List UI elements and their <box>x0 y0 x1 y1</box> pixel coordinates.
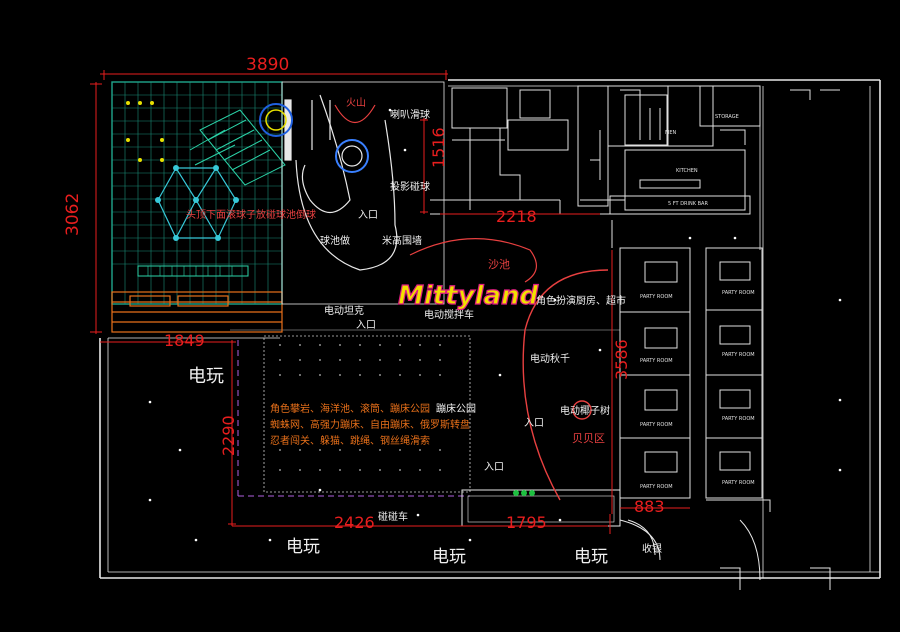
label-horn-cannon: 喇叭滑球 <box>390 108 430 121</box>
sand-pool-outline <box>409 238 537 283</box>
dim-right-small: 883 <box>634 497 665 516</box>
soft-play-area <box>111 81 286 333</box>
label-volcano: 火山 <box>346 97 366 109</box>
party-room-label-3: PARTY ROOM <box>640 422 673 428</box>
label-bumper-car: 碰碰车 <box>378 510 408 523</box>
label-entrance-mid: 入口 <box>356 320 376 331</box>
party-room-label-1: PARTY ROOM <box>640 294 673 300</box>
label-arcade-bottom-2: 电玩 <box>432 547 466 567</box>
label-overhead: 头顶下面滚球子放碰球池倒球 <box>186 208 316 221</box>
label-entrance-low: 入口 <box>484 462 504 473</box>
stairs-right <box>720 519 831 590</box>
cashier-counter <box>619 519 661 561</box>
green-bumper-cars <box>513 490 535 496</box>
dim-bottom-width: 2426 <box>334 513 375 532</box>
dimension-labels: 3890 3062 1516 2218 1849 2290 2426 1795 … <box>63 55 665 532</box>
party-room-label-4: PARTY ROOM <box>640 484 673 490</box>
dim-top-width: 3890 <box>246 55 289 75</box>
ball-blaster <box>335 139 369 173</box>
label-electric-swing: 电动秋千 <box>530 352 570 365</box>
party-rooms <box>619 247 771 512</box>
men-label: MEN <box>665 130 676 136</box>
kitchen-label: KITCHEN <box>676 168 698 174</box>
label-role-play: 角色扮演厨房、超市 <box>536 294 626 307</box>
label-entrance-right: 入口 <box>524 418 544 429</box>
label-electric-tank: 电动坦克 <box>324 304 364 317</box>
label-arcade-bottom-1: 电玩 <box>286 537 320 557</box>
baby-zone-outline <box>522 269 609 501</box>
dim-lower-left-width: 1849 <box>164 331 205 350</box>
party-room-label-6: PARTY ROOM <box>722 352 755 358</box>
dim-mid-height: 2290 <box>219 415 238 456</box>
ceiling-lights <box>148 108 842 542</box>
mittyland-logo: Mittyland <box>397 280 539 311</box>
label-arcade-left: 电玩 <box>188 366 224 387</box>
tube-slide <box>259 103 293 137</box>
dim-left-height: 3062 <box>63 193 83 236</box>
dim-right-height: 3586 <box>612 339 631 380</box>
party-room-label-2: PARTY ROOM <box>640 358 673 364</box>
service-rooms <box>451 85 840 215</box>
activity-line-1: 角色攀岩、海洋池、滚筒、蹦床公园 <box>270 402 430 415</box>
trampoline-zone <box>237 335 471 497</box>
label-cashier: 收银 <box>642 542 662 555</box>
area-labels: 电玩 电玩 电玩 电玩 喇叭滑球 投影碰球 球池做 米高围墙 入口 电动坦克 入… <box>188 108 662 567</box>
label-electric-mixer: 电动搅拌车 <box>424 308 474 321</box>
label-entrance-top: 入口 <box>358 210 378 221</box>
electric-tree-marker <box>572 400 592 420</box>
label-ball-pool-play: 球池做 <box>320 234 350 247</box>
building-walls <box>99 79 881 579</box>
storage-label: STORAGE <box>715 114 739 120</box>
label-rice-pool: 米高围墙 <box>382 234 422 247</box>
label-arcade-bottom-3: 电玩 <box>574 547 608 567</box>
label-electric-horse: 电动椰子树 <box>560 404 610 417</box>
red-area-labels: 火山 头顶下面滚球子放碰球池倒球 沙池 贝贝区 <box>186 97 605 445</box>
dim-bottom-width-b: 1795 <box>506 513 547 532</box>
logo-text: Mittyland <box>398 281 539 311</box>
volcano-feature <box>334 104 376 123</box>
party-room-label-8: PARTY ROOM <box>722 480 755 486</box>
dimension-lines <box>90 70 690 534</box>
drink-bar-label: 5 FT DRINK BAR <box>668 201 708 207</box>
party-room-label-5: PARTY ROOM <box>722 290 755 296</box>
label-projection: 投影碰球 <box>390 180 430 193</box>
activity-line-3: 忍者闯关、躲猫、跳绳、钢丝绳滑索 <box>270 434 430 447</box>
label-sand-pool: 沙池 <box>488 258 510 271</box>
dim-corridor-width: 2218 <box>496 207 537 226</box>
activity-notes: 角色攀岩、海洋池、滚筒、蹦床公园 蜘蛛网、高强力蹦床、自由蹦床、俄罗斯转盘 忍者… <box>270 402 470 447</box>
label-baby-zone: 贝贝区 <box>572 432 605 445</box>
label-trampoline-park: 蹦床公园 <box>436 402 476 415</box>
party-room-label-7: PARTY ROOM <box>722 416 755 422</box>
activity-line-2: 蜘蛛网、高强力蹦床、自由蹦床、俄罗斯转盘 <box>270 418 470 431</box>
dim-door-height: 1516 <box>429 127 448 168</box>
